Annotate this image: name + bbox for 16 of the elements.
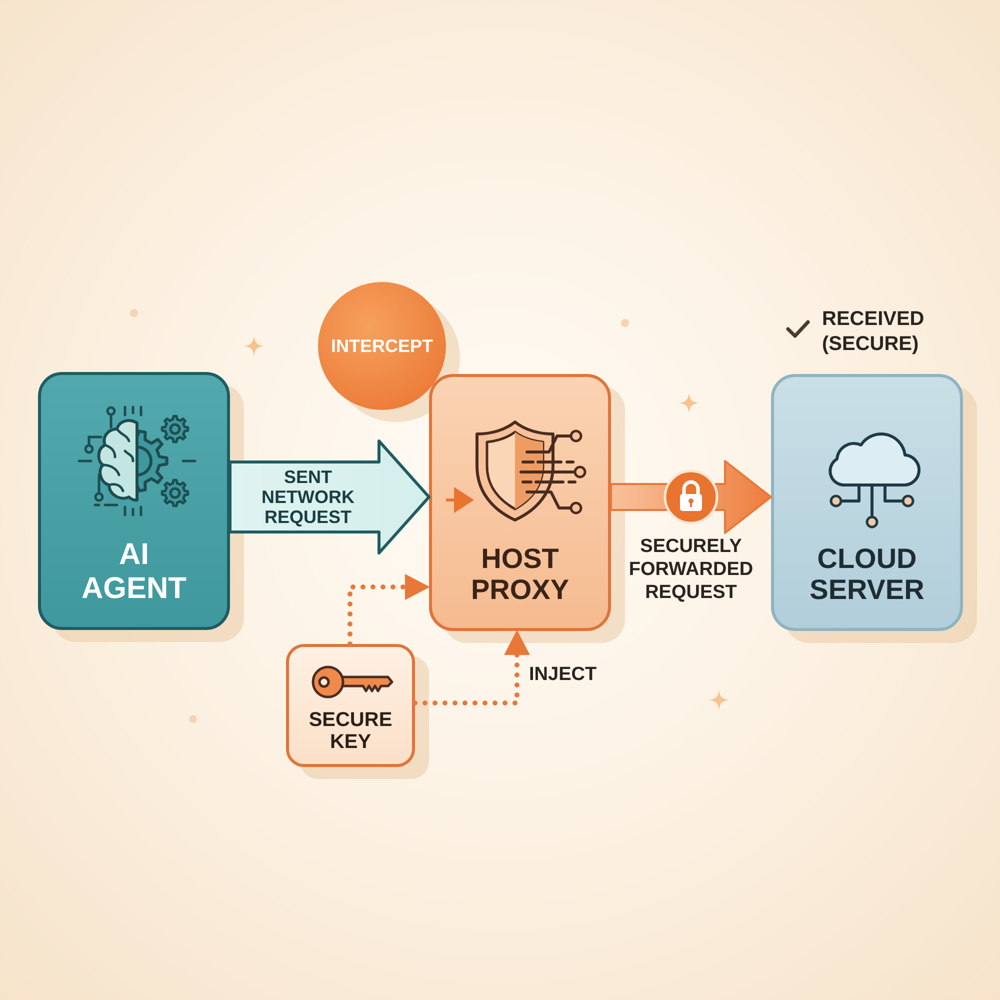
process-box: [38, 372, 230, 630]
process-box: [429, 374, 611, 631]
edge-label: SECURELY FORWARDED REQUEST: [628, 535, 754, 604]
dotted-arrow: [348, 574, 432, 646]
process-box: [771, 374, 963, 631]
edge-label: INJECT: [529, 664, 598, 686]
node-label: INTERCEPT: [330, 336, 433, 356]
process-box: [286, 644, 415, 767]
status-label: RECEIVED (SECURE): [822, 307, 926, 357]
node-label: AI AGENT: [80, 538, 188, 606]
node-label: HOST PROXY: [470, 543, 570, 606]
edge-label: SENT NETWORK REQUEST: [260, 467, 356, 527]
node-label: CLOUD SERVER: [808, 543, 926, 606]
node-label: SECURE KEY: [308, 709, 394, 754]
dotted-arrow: [412, 628, 530, 706]
block-arrow: [228, 440, 430, 554]
